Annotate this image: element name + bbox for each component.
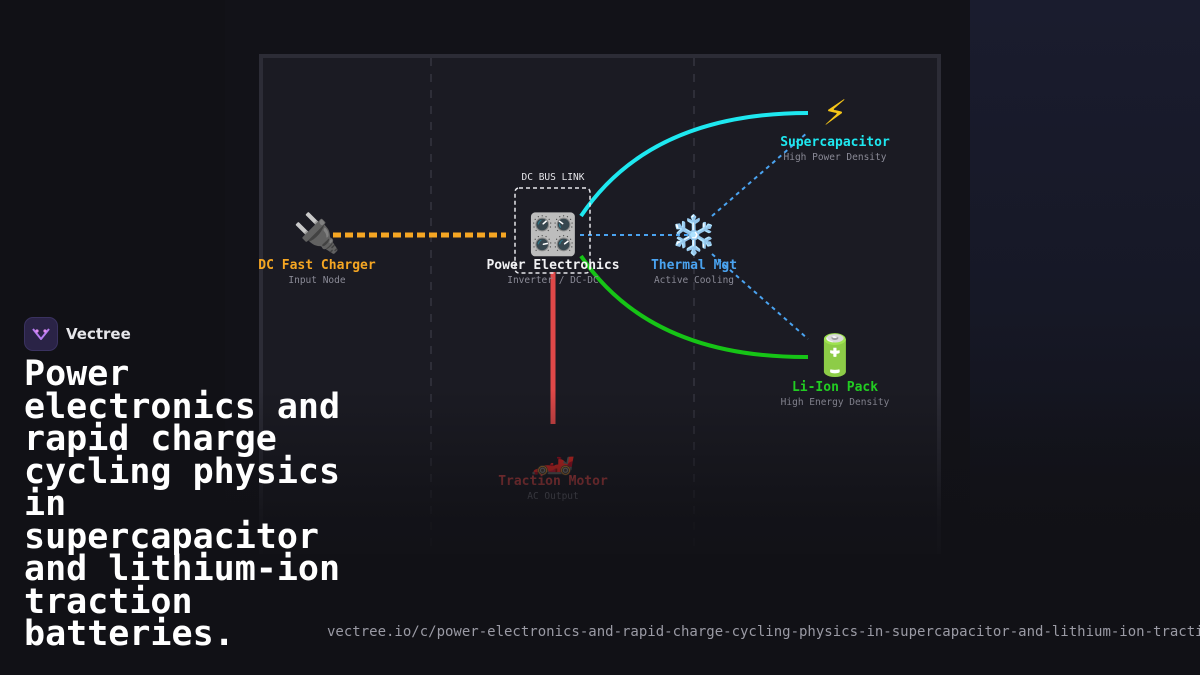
thermal-subtitle: Active Cooling <box>654 275 734 286</box>
vectree-logo-icon <box>24 317 58 351</box>
power-subtitle: Inverter / DC-DC <box>507 275 599 286</box>
plug-icon: 🔌 <box>293 211 340 255</box>
power-title: Power Electronics <box>486 258 619 273</box>
snowflake-icon: ❄️ <box>670 213 717 257</box>
thermal-to-liion-link <box>711 253 809 340</box>
liion-subtitle: High Energy Density <box>781 397 890 408</box>
race-car-icon: 🏎️ <box>531 436 576 477</box>
thermal-title: Thermal Mgt <box>651 258 737 273</box>
motor-title: Traction Motor <box>498 474 608 489</box>
supercap-title: Supercapacitor <box>780 135 890 150</box>
motor-subtitle: AC Output <box>527 491 578 502</box>
brand-name: Vectree <box>66 325 131 343</box>
page-title: Power electronics and rapid charge cycli… <box>24 354 341 654</box>
control-knobs-icon: 🎛️ <box>528 211 578 258</box>
supercap-subtitle: High Power Density <box>784 152 887 163</box>
thermal-to-supercap-link <box>711 131 809 217</box>
brand[interactable]: Vectree <box>24 317 131 351</box>
power-to-supercap-flow <box>579 111 809 218</box>
power-to-liion-flow <box>579 254 809 360</box>
liion-title: Li-Ion Pack <box>792 380 878 395</box>
dc-bus-box <box>514 187 591 274</box>
page-url[interactable]: vectree.io/c/power-electronics-and-rapid… <box>327 624 1200 640</box>
battery-icon: 🔋 <box>810 332 860 379</box>
charger-subtitle: Input Node <box>288 275 345 286</box>
lightning-icon: ⚡ <box>823 89 847 135</box>
charger-title: DC Fast Charger <box>258 258 376 273</box>
dc-bus-label: DC BUS LINK <box>522 172 585 183</box>
